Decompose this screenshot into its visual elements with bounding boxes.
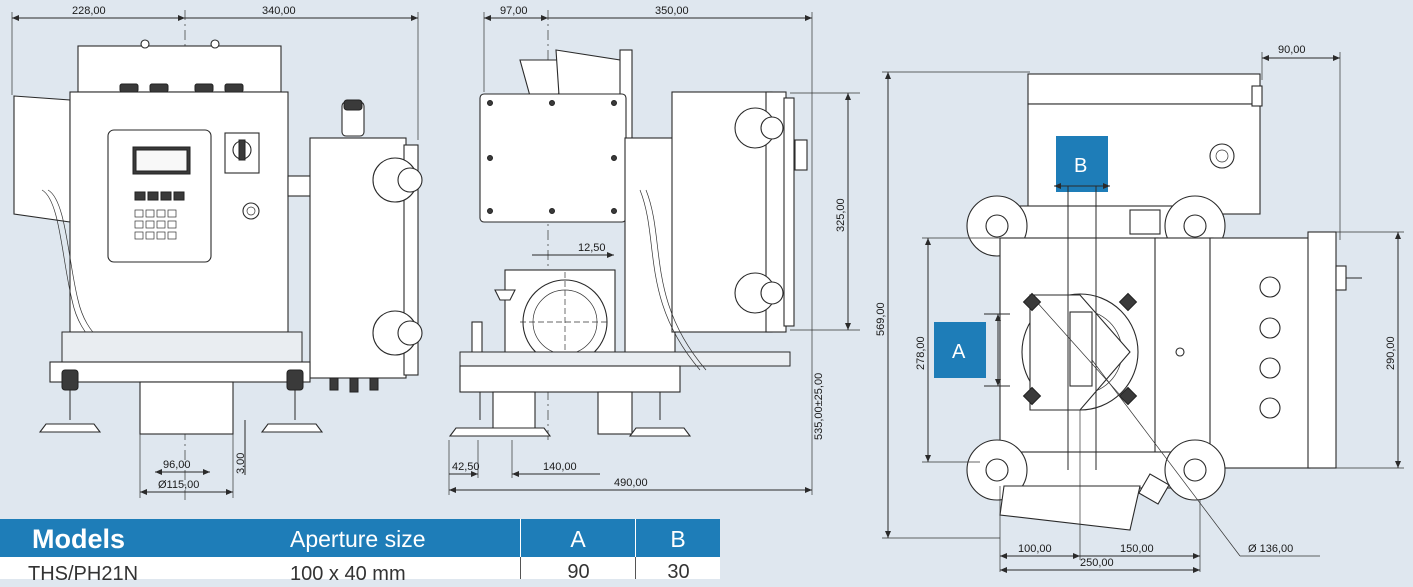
dim-top-250: 250,00 [1080, 557, 1114, 569]
dim-top-150: 150,00 [1120, 543, 1154, 555]
dim-top-90: 90,00 [1278, 44, 1306, 56]
cell-a: 90 [520, 557, 636, 583]
dim-top-569: 569,00 [875, 302, 887, 336]
dim-side-535: 535,00±25,00 [813, 373, 825, 440]
dim-side-490: 490,00 [614, 477, 648, 489]
marker-a-label: A [952, 341, 966, 363]
keypad [134, 191, 185, 240]
header-b: B [635, 519, 720, 557]
dim-front-3: 3,00 [235, 453, 247, 474]
table-header: Models Aperture size A B [0, 519, 720, 557]
dim-side-97: 97,00 [500, 5, 528, 17]
dim-front-115: Ø115,00 [158, 479, 199, 491]
marker-a [934, 322, 986, 378]
dim-top-100: 100,00 [1018, 543, 1052, 555]
dim-top-278: 278,00 [915, 336, 927, 370]
table-row: THS/PH21N 100 x 40 mm 90 30 [0, 557, 721, 585]
dim-side-325: 325,00 [835, 198, 847, 232]
dim-top-290: 290,00 [1385, 336, 1397, 370]
models-table: Models Aperture size A B THS/PH21N 100 x… [0, 519, 721, 585]
side-view: 97,00 350,00 12,50 [448, 5, 860, 495]
top-view: 90,00 569,00 [875, 44, 1404, 573]
cell-model: THS/PH21N [28, 563, 139, 585]
front-view: 228,00 340,00 [11, 5, 423, 500]
cell-b: 30 [635, 557, 721, 583]
dim-side-12: 12,50 [578, 242, 606, 254]
dim-side-140: 140,00 [543, 461, 577, 473]
marker-b [1056, 136, 1108, 192]
dim-front-340: 340,00 [262, 5, 296, 17]
header-models: Models [32, 524, 126, 554]
dim-side-42: 42,50 [452, 461, 480, 473]
dim-side-350: 350,00 [655, 5, 689, 17]
header-aperture: Aperture size [290, 526, 426, 552]
dim-front-96: 96,00 [163, 459, 191, 471]
dim-front-228: 228,00 [72, 5, 106, 17]
dim-top-136: Ø 136,00 [1248, 543, 1293, 555]
cell-aperture: 100 x 40 mm [290, 563, 406, 585]
header-a: A [520, 519, 635, 557]
marker-b-label: B [1074, 155, 1087, 177]
